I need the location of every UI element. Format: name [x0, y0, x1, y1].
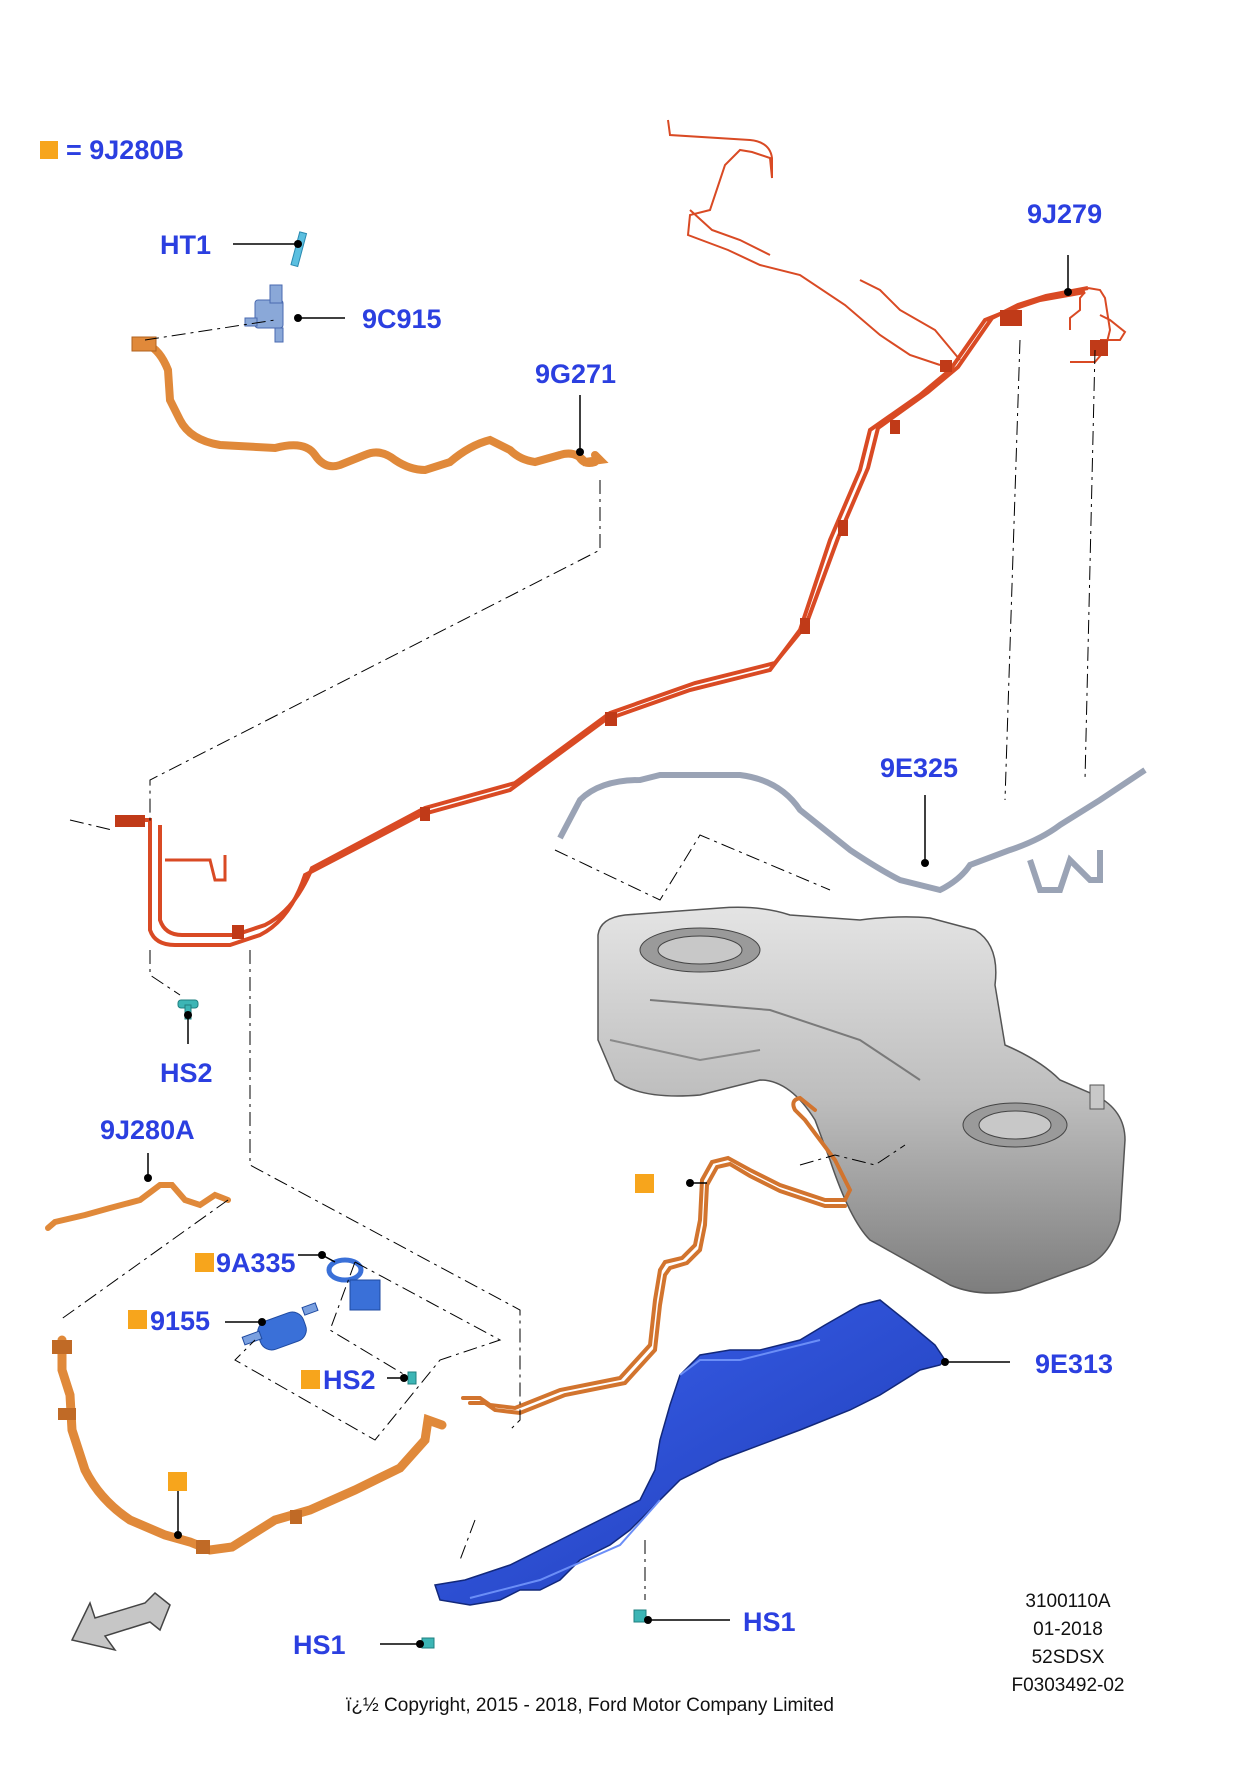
- fuel-line-clips: [115, 310, 1108, 939]
- fuel-tube-tank-feed: [461, 1095, 853, 1416]
- legend-marker-top: [40, 141, 58, 159]
- callout-9e313: 9E313: [1035, 1349, 1113, 1379]
- callout-9155: 9155: [150, 1306, 210, 1336]
- vent-valve-9c915: [244, 284, 284, 343]
- fuel-filter-9155: [241, 1302, 319, 1351]
- legend-markers: [40, 141, 654, 1491]
- callout-9a335: 9A335: [216, 1248, 296, 1278]
- marker-hs2-mid: [301, 1370, 320, 1389]
- callout-9c915: 9C915: [362, 304, 442, 334]
- heat-shield-9e313: [434, 1299, 946, 1606]
- copyright: ï¿½ Copyright, 2015 - 2018, Ford Motor C…: [346, 1695, 834, 1716]
- info-line-2: 01-2018: [1033, 1619, 1103, 1640]
- marker-9j280b-tank: [635, 1174, 654, 1193]
- fuel-tank: [597, 906, 1126, 1294]
- clip-hs2-mid: [407, 1371, 417, 1385]
- vapor-line: [557, 767, 1147, 894]
- fuel-supply-tube-9j280b: [57, 1335, 447, 1555]
- reference-lines: [59, 319, 1096, 1600]
- leader-lines: [147, 243, 1069, 1645]
- filler-pipe-end: [131, 336, 157, 352]
- fuel-supply-tube-clips: [52, 1340, 302, 1554]
- marker-9155: [128, 1310, 147, 1329]
- info-line-3: 52SDSX: [1032, 1647, 1105, 1668]
- hose-ht1: [290, 231, 308, 268]
- front-direction-arrow-icon: [70, 1591, 171, 1652]
- callout-hs1-right: HS1: [743, 1607, 796, 1637]
- callout-9g271: 9G271: [535, 359, 616, 389]
- info-line-1: 3100110A: [1025, 1591, 1111, 1612]
- evap-line: [667, 119, 1127, 366]
- filter-bracket-9a335: [326, 1257, 381, 1311]
- callout-ht1: HT1: [160, 230, 211, 260]
- hose-9j280a: [45, 1182, 231, 1231]
- callout-hs2-top: HS2: [160, 1058, 213, 1088]
- callout-hs1-left: HS1: [293, 1630, 346, 1660]
- callout-9j279: 9J279: [1027, 199, 1102, 229]
- marker-9a335: [195, 1253, 214, 1272]
- filler-pipe-9g271: [144, 341, 609, 475]
- callout-9j280a: 9J280A: [100, 1115, 195, 1145]
- callout-hs2-mid: HS2: [323, 1365, 376, 1395]
- info-line-4: F0303492-02: [1011, 1675, 1124, 1696]
- marker-9j280b-pipe: [168, 1472, 187, 1491]
- leader-dots: [144, 240, 1072, 1648]
- callout-9e325: 9E325: [880, 753, 958, 783]
- legend-label: = 9J280B: [66, 135, 184, 165]
- clip-hs1-right: [633, 1609, 647, 1623]
